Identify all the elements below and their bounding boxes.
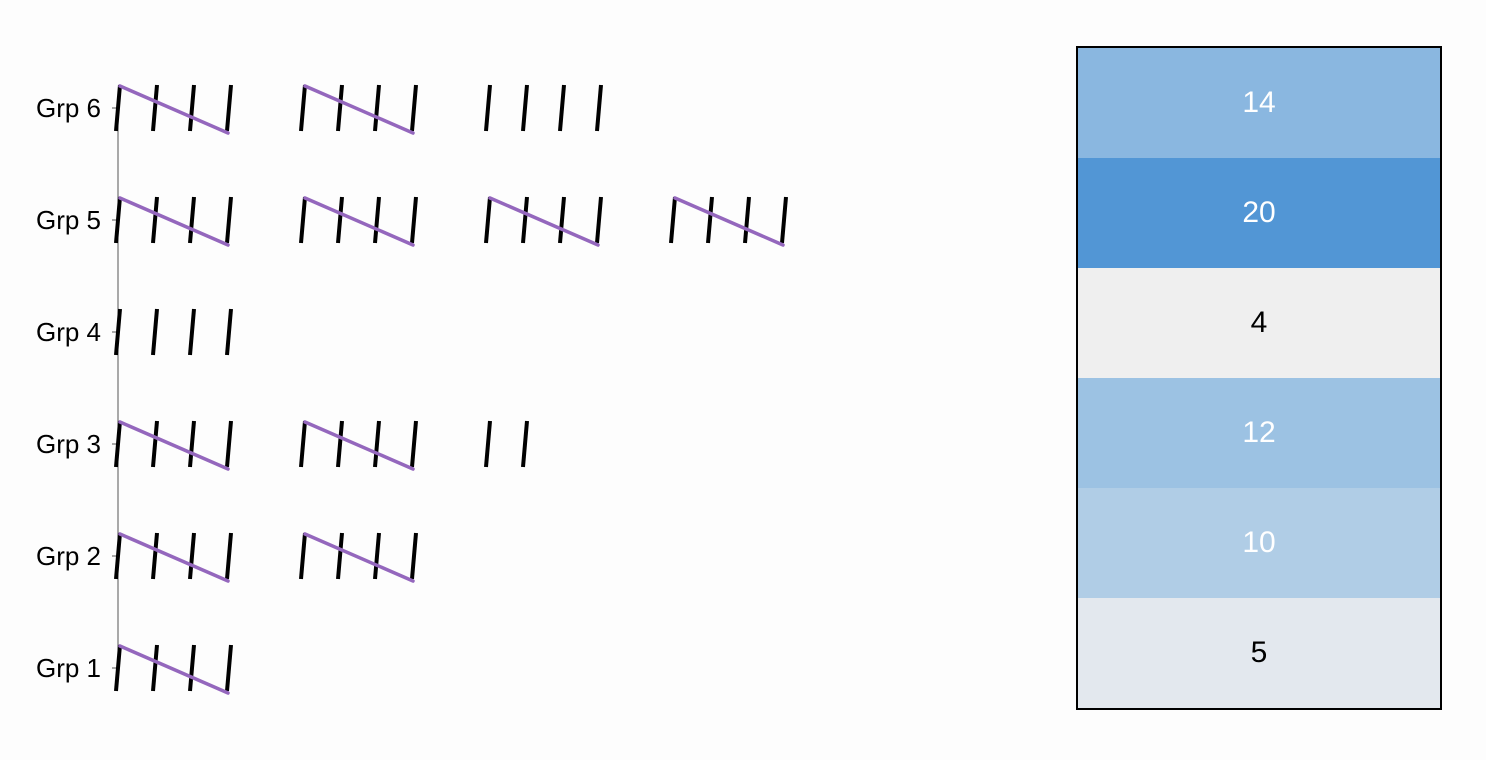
tally-stroke: [114, 532, 122, 580]
tally-stroke: [336, 196, 344, 244]
tally-stroke: [669, 196, 677, 244]
tally-stroke: [373, 196, 381, 244]
tally-slash: [118, 532, 230, 583]
tally-stroke: [558, 196, 566, 244]
tally-stroke: [410, 532, 418, 580]
count-cell: 14: [1078, 48, 1440, 158]
tally-slash: [673, 196, 785, 247]
tally-stroke: [151, 532, 159, 580]
tally-stroke: [188, 420, 196, 468]
tally-stroke: [373, 420, 381, 468]
tally-stroke: [114, 308, 122, 356]
tally-stroke: [188, 532, 196, 580]
tally-slash: [118, 196, 230, 247]
y-tick-label: Grp 5: [36, 205, 101, 235]
tally-stroke: [225, 420, 233, 468]
y-tick-label: Grp 1: [36, 653, 101, 683]
tally-stroke: [151, 420, 159, 468]
tally-stroke: [484, 196, 492, 244]
tally-slash: [118, 84, 230, 135]
tally-stroke: [336, 532, 344, 580]
tally-stroke: [225, 196, 233, 244]
count-cell: 12: [1078, 378, 1440, 488]
tally-stroke: [151, 84, 159, 132]
tally-stroke: [521, 420, 529, 468]
y-tick-label: Grp 4: [36, 317, 101, 347]
tally-stroke: [151, 644, 159, 692]
tally-stroke: [114, 84, 122, 132]
tally-stroke: [114, 420, 122, 468]
tally-stroke: [373, 84, 381, 132]
tally-stroke: [225, 532, 233, 580]
y-tick-label: Grp 6: [36, 93, 101, 123]
tally-stroke: [299, 196, 307, 244]
tally-stroke: [299, 84, 307, 132]
tally-stroke: [188, 196, 196, 244]
tally-stroke: [595, 196, 603, 244]
tally-slash: [303, 84, 415, 135]
y-tick-label: Grp 2: [36, 541, 101, 571]
tally-stroke: [151, 196, 159, 244]
tally-stroke: [225, 308, 233, 356]
tally-stroke: [188, 308, 196, 356]
tally-stroke: [299, 420, 307, 468]
tally-stroke: [484, 84, 492, 132]
tally-stroke: [114, 644, 122, 692]
tally-stroke: [410, 84, 418, 132]
tally-stroke: [410, 420, 418, 468]
tally-stroke: [780, 196, 788, 244]
count-cell: 4: [1078, 268, 1440, 378]
tally-stroke: [151, 308, 159, 356]
tally-stroke: [595, 84, 603, 132]
tally-stroke: [521, 84, 529, 132]
y-tick-label: Grp 3: [36, 429, 101, 459]
tally-slash: [303, 196, 415, 247]
tally-slash: [303, 420, 415, 471]
tally-stroke: [336, 84, 344, 132]
tally-stroke: [521, 196, 529, 244]
tally-stroke: [336, 420, 344, 468]
tally-chart: Grp 1 Grp 2 Grp 3 Grp 4 Grp 5 Grp 6: [36, 84, 788, 695]
tally-slash: [118, 644, 230, 695]
tally-stroke: [225, 644, 233, 692]
tally-stroke: [706, 196, 714, 244]
tally-stroke: [373, 532, 381, 580]
tally-stroke: [484, 420, 492, 468]
tally-stroke: [743, 196, 751, 244]
tally-stroke: [188, 84, 196, 132]
tally-slash: [488, 196, 600, 247]
tally-stroke: [558, 84, 566, 132]
tally-stroke: [299, 532, 307, 580]
tally-slash: [118, 420, 230, 471]
tally-slash: [303, 532, 415, 583]
tally-stroke: [188, 644, 196, 692]
tally-stroke: [225, 84, 233, 132]
tally-stroke: [410, 196, 418, 244]
count-cell: 5: [1078, 598, 1440, 708]
tally-stroke: [114, 196, 122, 244]
count-cell: 10: [1078, 488, 1440, 598]
count-cell: 20: [1078, 158, 1440, 268]
